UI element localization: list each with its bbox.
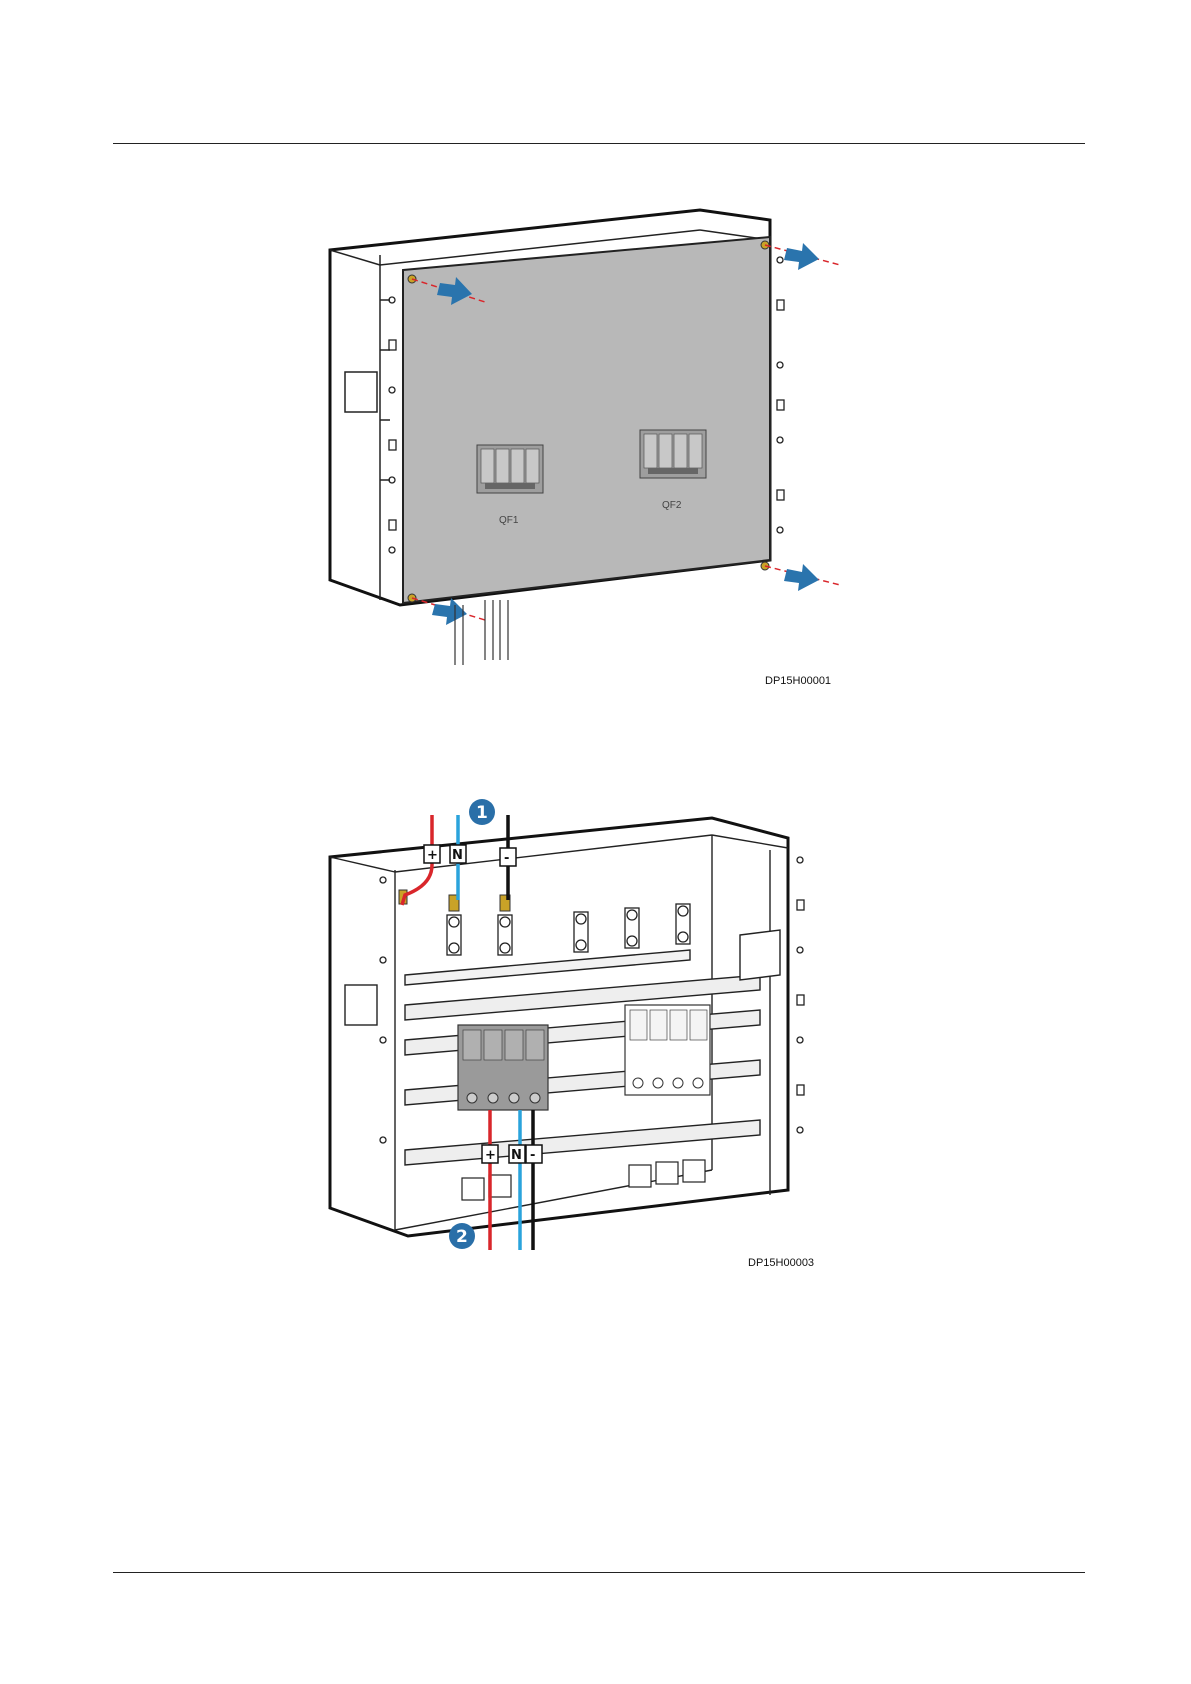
terminal-top-positive: + xyxy=(427,848,438,863)
terminal-bottom-positive: + xyxy=(485,1148,496,1163)
breaker-left xyxy=(458,1025,548,1110)
callout-2-number: 2 xyxy=(456,1227,468,1247)
callout-1-number: 1 xyxy=(476,803,488,823)
terminal-top-negative: - xyxy=(504,851,509,866)
terminal-bottom-negative: - xyxy=(530,1148,535,1163)
terminal-top-neutral: N xyxy=(452,848,463,863)
figure2-code: DP15H00003 xyxy=(748,1257,814,1269)
terminal-bottom-neutral: N xyxy=(511,1148,522,1163)
breaker-right xyxy=(625,1005,710,1095)
